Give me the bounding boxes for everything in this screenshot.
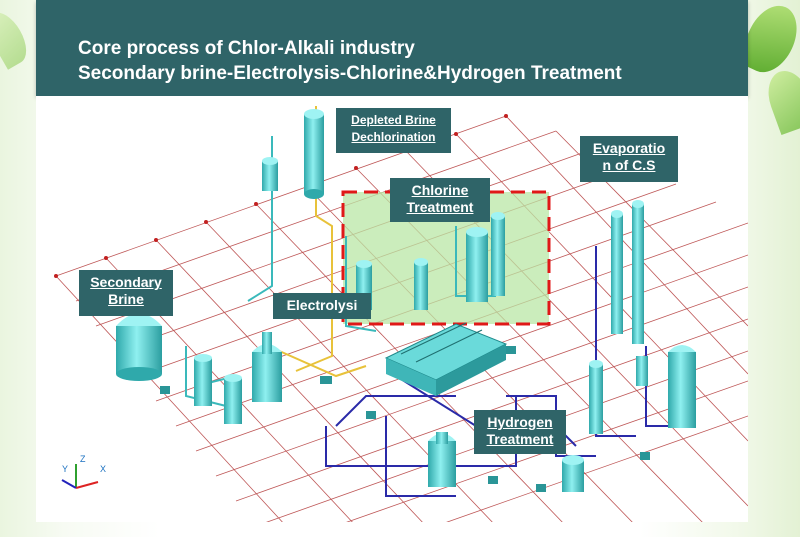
hydrogen-vessels: [428, 432, 584, 492]
label-depleted-brine-line2: Dechlorination: [351, 130, 436, 144]
label-depleted-brine: Depleted Brine Dechlorination: [336, 108, 451, 153]
brine-vessels: [194, 354, 242, 424]
evaporation-columns: [589, 200, 696, 434]
small-column-top: [262, 157, 278, 191]
axis-x-label: X: [100, 464, 106, 474]
dechlorination-column: [304, 109, 324, 199]
label-electrolysis-line1: Electrolysi: [286, 297, 358, 313]
label-hydrogen-line1: Hydrogen: [487, 414, 553, 430]
label-evaporation-line2: n of C.S: [602, 157, 656, 173]
electrolysis-tank: [252, 332, 282, 402]
title-line-2: Secondary brine-Electrolysis-Chlorine&Hy…: [78, 63, 622, 84]
label-secondary-brine-line2: Brine: [108, 291, 144, 307]
label-electrolysis: Electrolysi: [273, 293, 371, 319]
label-hydrogen-line2: Treatment: [486, 431, 554, 447]
label-chlorine-treatment: Chlorine Treatment: [390, 178, 490, 222]
title-line-1: Core process of Chlor-Alkali industry: [78, 38, 415, 59]
axis-indicator: Z Y X: [61, 454, 106, 489]
label-secondary-brine-line1: Secondary: [90, 274, 162, 290]
plant-diagram: Z Y X Depleted Brine Dechlorination Chlo…: [36, 96, 748, 522]
axis-y-label: Y: [62, 464, 68, 474]
leaf-decoration-right: [760, 64, 800, 136]
plant-drawing: Z Y X: [54, 106, 748, 522]
label-evaporation: Evaporatio n of C.S: [580, 136, 678, 182]
title-banner: Core process of Chlor-Alkali industry Se…: [36, 0, 748, 96]
axis-z-label: Z: [80, 454, 86, 464]
secondary-brine-tank: [116, 313, 162, 381]
label-depleted-brine-line1: Depleted Brine: [351, 113, 436, 127]
electrolyzer: [384, 322, 508, 396]
label-chlorine-line1: Chlorine: [411, 182, 469, 198]
label-secondary-brine: Secondary Brine: [79, 270, 173, 316]
pumps: [160, 346, 650, 492]
label-chlorine-line2: Treatment: [406, 199, 474, 215]
leaf-decoration-left: [0, 6, 34, 70]
label-evaporation-line1: Evaporatio: [592, 140, 666, 156]
label-hydrogen-treatment: Hydrogen Treatment: [474, 410, 566, 454]
